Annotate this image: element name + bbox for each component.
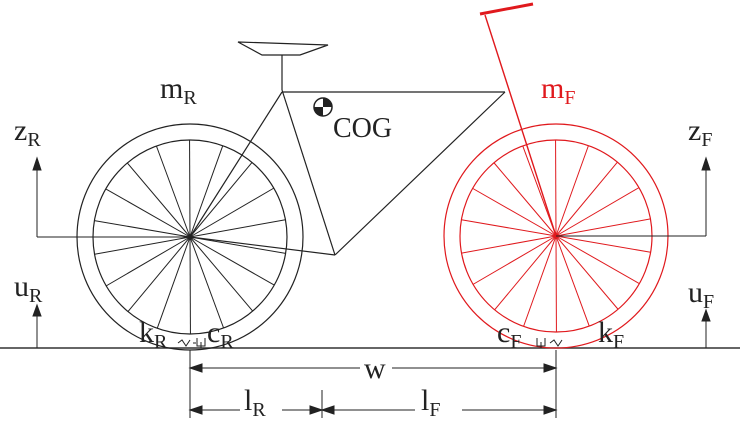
wheel-spoke bbox=[556, 236, 618, 309]
wheelbase-label: w bbox=[364, 352, 386, 385]
c-rear-label: cR bbox=[207, 316, 234, 353]
z-rear-arrow bbox=[33, 158, 41, 237]
wheel-spoke bbox=[190, 237, 253, 311]
wheel-spoke bbox=[524, 236, 556, 326]
l-rear-label: lR bbox=[244, 384, 266, 421]
u-rear-arrow bbox=[33, 305, 41, 348]
wheel-spoke bbox=[495, 236, 556, 310]
cog-label: COG bbox=[333, 113, 392, 144]
wheel-spoke bbox=[494, 163, 556, 236]
wheel-spoke bbox=[190, 237, 224, 328]
wheel-spoke bbox=[156, 146, 190, 237]
wheel-spoke bbox=[127, 163, 190, 237]
z-front-arrow bbox=[702, 158, 710, 236]
front-spring-damper bbox=[537, 338, 562, 348]
wheel-spoke bbox=[190, 162, 252, 237]
wheel-spoke bbox=[157, 237, 190, 328]
u-front-arrow bbox=[702, 310, 710, 348]
mass-rear-label: mR bbox=[160, 72, 197, 109]
wheel-spoke bbox=[190, 146, 223, 237]
cog-symbol bbox=[314, 98, 332, 116]
front-fork bbox=[480, 4, 556, 236]
k-front-label: kF bbox=[598, 316, 624, 353]
wheel-spoke bbox=[556, 236, 589, 326]
u-front-label: uF bbox=[688, 276, 714, 313]
mass-front-label: mF bbox=[541, 72, 575, 109]
l-front-label: lF bbox=[421, 384, 440, 421]
wheel-spoke bbox=[128, 237, 190, 312]
bicycle-frame bbox=[190, 42, 505, 255]
u-rear-label: uR bbox=[14, 270, 43, 307]
wheel-spoke bbox=[556, 162, 617, 236]
k-rear-label: kR bbox=[139, 316, 168, 353]
z-rear-label: zR bbox=[14, 114, 41, 151]
z-front-label: zF bbox=[688, 114, 712, 151]
wheel-spoke bbox=[556, 146, 588, 236]
c-front-label: cF bbox=[497, 316, 521, 353]
rear-spring-damper bbox=[178, 338, 205, 348]
